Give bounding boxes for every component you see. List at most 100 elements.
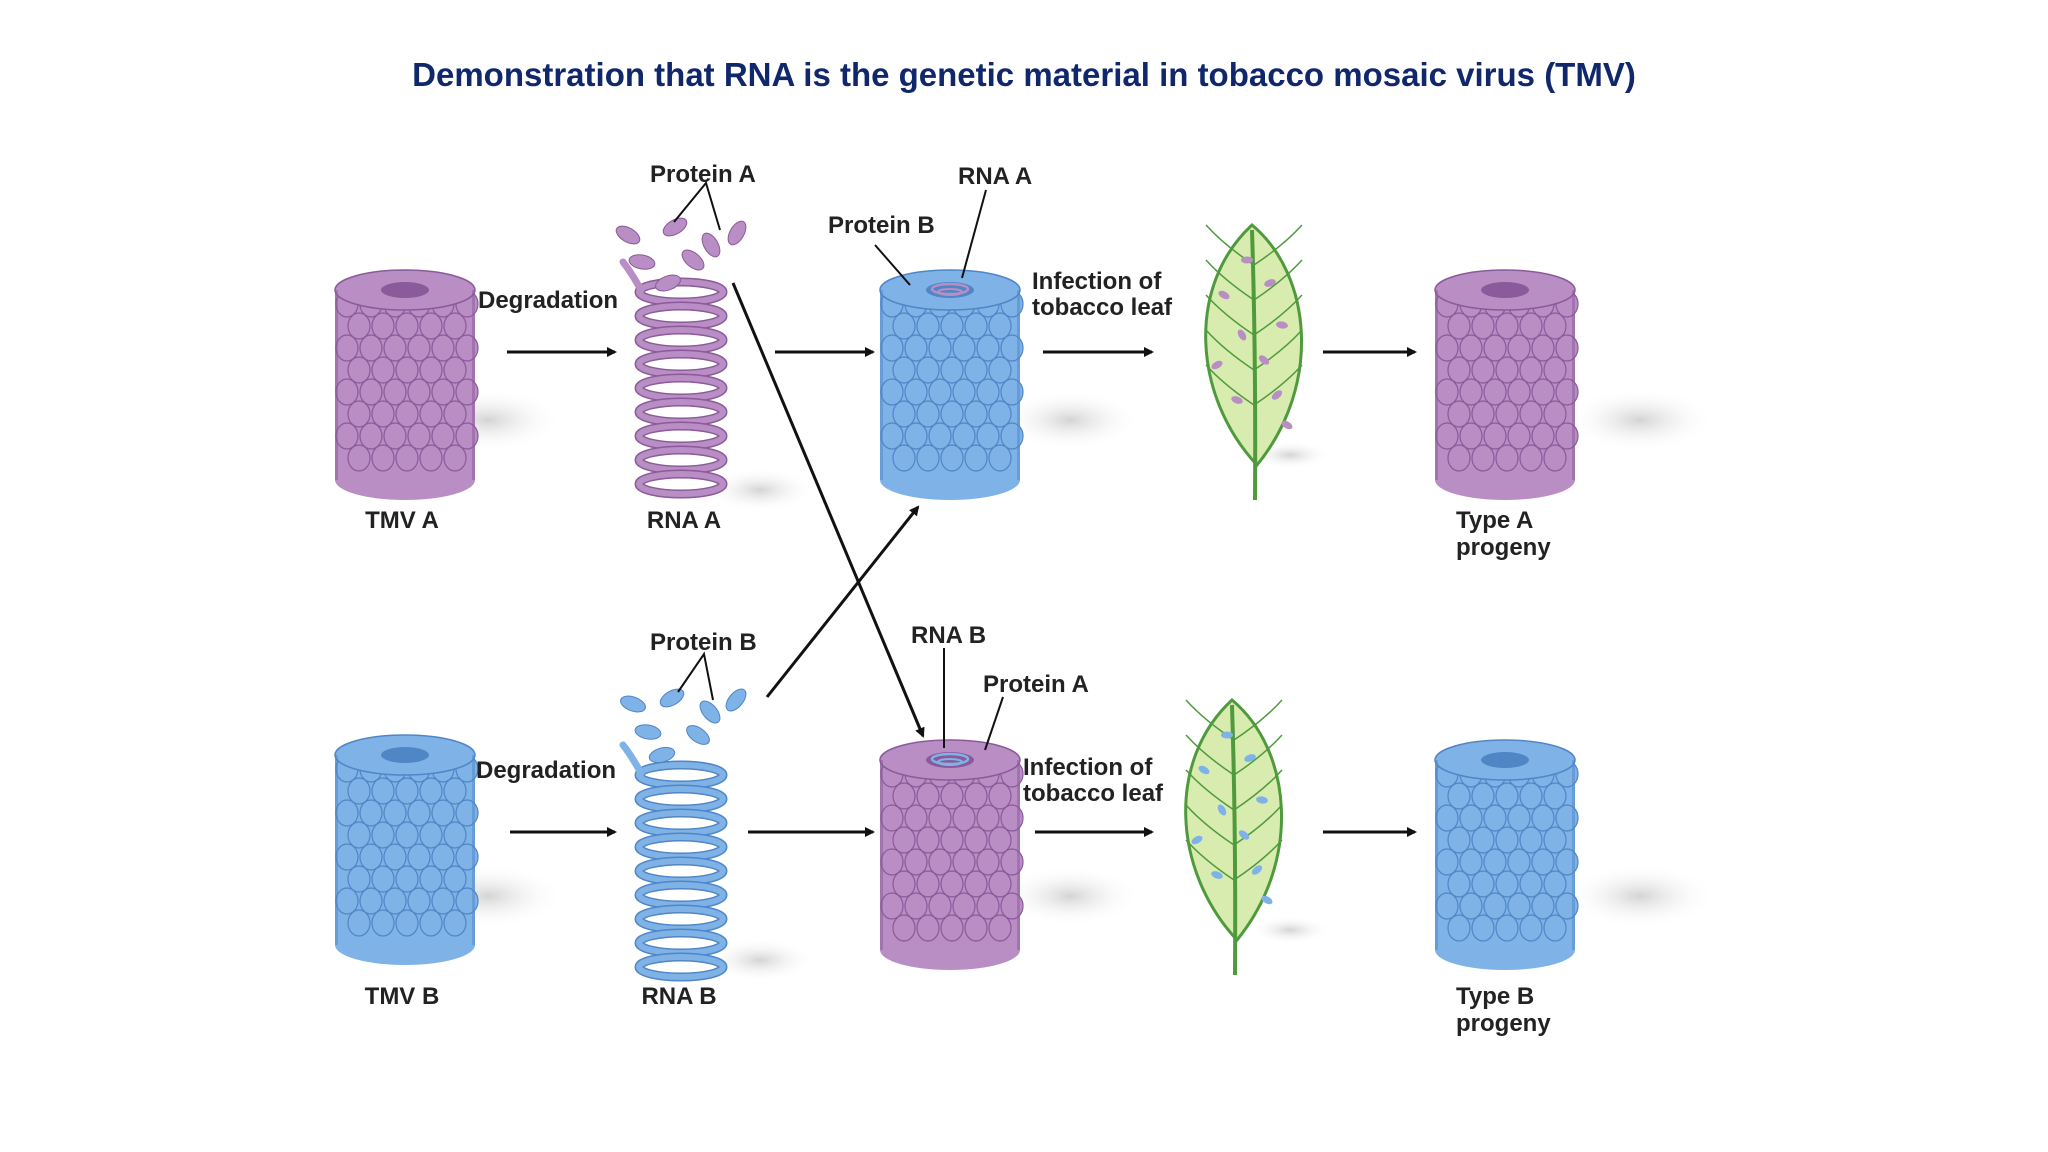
capsid-subunit <box>892 356 916 384</box>
capsid-subunit <box>1543 312 1567 340</box>
capsid-subunit <box>988 400 1012 428</box>
capsid-subunit <box>1483 804 1507 832</box>
capsid-subunit <box>940 782 964 810</box>
leaf-vein <box>1253 329 1303 371</box>
capsid-subunit <box>443 777 467 805</box>
slide-title: Demonstration that RNA is the genetic ma… <box>412 56 1636 93</box>
capsid-subunit <box>1507 804 1531 832</box>
protein-subunit <box>701 232 721 258</box>
capsid-subunit <box>892 914 916 942</box>
leaf-vein <box>1185 734 1235 776</box>
capsid-subunit <box>1483 848 1507 876</box>
capsid-subunit <box>395 400 419 428</box>
rna-coil-turn <box>636 954 726 980</box>
protein-subunit <box>655 274 681 292</box>
leader-protein-b-hybrid <box>874 244 911 286</box>
capsid-subunit <box>347 312 371 340</box>
capsid-subunit <box>1447 356 1471 384</box>
capsid-subunit <box>371 777 395 805</box>
capsid-subunit <box>1519 826 1543 854</box>
capsid-subunit <box>916 356 940 384</box>
capsid-subunit <box>1459 378 1483 406</box>
rna-coil-turn <box>636 762 726 788</box>
capsid-subunit <box>347 821 371 849</box>
capsid-subunit <box>383 843 407 871</box>
leaf-vein <box>1205 364 1255 406</box>
rna-coil-turn <box>636 906 726 932</box>
capsid-edge <box>880 760 883 950</box>
capsid-subunit <box>1447 870 1471 898</box>
capsid-core-rna <box>937 288 963 296</box>
capsid-subunit <box>1519 782 1543 810</box>
capsid-core <box>381 747 429 763</box>
capsid-subunit <box>1483 892 1507 920</box>
label-infection-top-line2: tobacco leaf <box>1032 294 1173 321</box>
capsid-subunit <box>880 378 904 406</box>
capsid-subunit <box>1459 848 1483 876</box>
leaf-midrib <box>1250 229 1258 501</box>
rna-coil-turn <box>636 375 726 401</box>
label-degradation-b: Degradation <box>476 757 616 784</box>
protein-subunit <box>699 700 721 724</box>
capsid-subunit <box>1447 914 1471 942</box>
capsid-subunit <box>988 870 1012 898</box>
capsid-bottom <box>880 930 1020 970</box>
capsid-edge <box>335 755 338 945</box>
process-arrows <box>507 282 1417 837</box>
capsid-subunit <box>976 422 1000 450</box>
capsid-subunit <box>347 356 371 384</box>
virus-lesion <box>1211 360 1223 370</box>
protein-subunit <box>681 249 705 271</box>
capsid-subunit <box>371 444 395 472</box>
label-rna-b: RNA B <box>641 983 716 1010</box>
capsid-subunit <box>964 870 988 898</box>
capsid-subunit <box>1531 892 1555 920</box>
capsid-subunit <box>928 422 952 450</box>
capsid-subunit <box>964 356 988 384</box>
capsid-subunit <box>988 826 1012 854</box>
label-progeny-a-line2: progeny <box>1456 534 1551 561</box>
virus-lesion <box>1276 321 1288 329</box>
shadow <box>1000 390 1140 450</box>
capsid-subunit <box>335 334 359 362</box>
capsid-subunit <box>419 909 443 937</box>
capsid-subunit <box>1471 312 1495 340</box>
capsid-subunit <box>443 909 467 937</box>
rna-coil-turn <box>636 786 726 812</box>
capsid-core <box>1481 282 1529 298</box>
capsid-subunit <box>1471 914 1495 942</box>
hybrid-virus-rna-b-protein-a <box>879 739 1024 970</box>
label-progeny-b-line1: Type B <box>1456 983 1534 1010</box>
capsid-subunit <box>1447 826 1471 854</box>
capsid-subunit <box>916 444 940 472</box>
capsid-subunit <box>928 378 952 406</box>
capsid-subunit <box>1519 400 1543 428</box>
capsid-subunit <box>928 804 952 832</box>
protein-subunit <box>634 724 662 740</box>
virus-lesion <box>1271 390 1283 400</box>
capsid-subunit <box>335 378 359 406</box>
capsid-subunit <box>1543 400 1567 428</box>
capsid-subunit <box>976 334 1000 362</box>
leaf-vein <box>1185 769 1235 811</box>
capsid-subunit <box>952 804 976 832</box>
label-hybrid-top-rna: RNA A <box>958 163 1032 190</box>
capsid-subunit <box>443 444 467 472</box>
rna-coil-turn <box>636 351 726 377</box>
capsid-subunit <box>407 843 431 871</box>
virus-lesion <box>1251 865 1263 875</box>
protein-subunit <box>686 725 710 745</box>
leaf-vein <box>1253 259 1303 301</box>
capsid-subunit <box>880 422 904 450</box>
capsid-subunit <box>1543 356 1567 384</box>
protein-b-subunits <box>620 688 747 764</box>
capsid-subunit <box>419 444 443 472</box>
capsid-subunit <box>880 804 904 832</box>
shadow <box>705 468 815 512</box>
capsid-subunit <box>431 378 455 406</box>
capsid-subunit <box>1495 444 1519 472</box>
capsid-subunit <box>1543 444 1567 472</box>
leaf-vein <box>1205 329 1255 371</box>
capsid-subunit <box>419 356 443 384</box>
capsid-subunit <box>383 887 407 915</box>
